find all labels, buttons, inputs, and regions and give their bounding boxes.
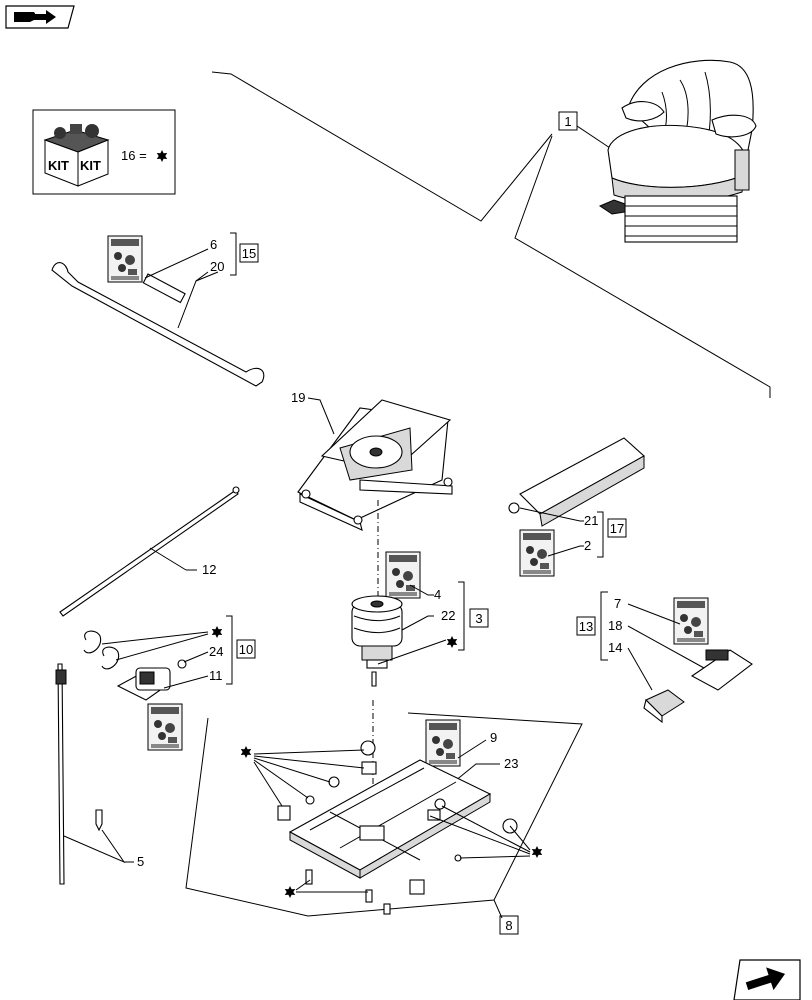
ref-box-1[interactable]: 1 (558, 111, 578, 131)
callout-18: 18 (608, 618, 622, 633)
six-point-star-icon (211, 626, 223, 638)
kit-legend: KIT KIT 16 = (32, 109, 176, 195)
svg-text:1: 1 (564, 114, 571, 129)
manual-icon (107, 235, 143, 283)
group-10: 24 11 10 (83, 615, 256, 751)
callout-11: 11 (209, 668, 223, 683)
callout-24: 24 (209, 644, 223, 659)
svg-text:3: 3 (475, 611, 482, 626)
callout-6: 6 (210, 237, 217, 252)
kit-equation: 16 = (121, 148, 147, 163)
ref-box-3[interactable] (469, 608, 489, 628)
manual-icon (425, 719, 461, 767)
group-8: 9 23 8 (185, 712, 583, 935)
callout-14: 14 (608, 640, 622, 655)
svg-text:17: 17 (610, 521, 624, 536)
kit-text-left: KIT (48, 158, 69, 173)
svg-text:15: 15 (242, 246, 256, 261)
group-13: 13 7 18 14 (576, 591, 753, 724)
manual-icon (519, 529, 555, 577)
kit-box-icon (43, 124, 110, 187)
ref-box-15[interactable] (239, 243, 259, 263)
kit-text-right: KIT (80, 158, 101, 173)
reference-lines (211, 71, 771, 398)
callout-5: 5 (137, 854, 144, 869)
six-point-star-icon (284, 886, 296, 898)
callout-4: 4 (434, 587, 441, 602)
group-15: 6 20 15 (51, 232, 265, 387)
ref-box-8[interactable] (499, 915, 519, 935)
callout-20: 20 (210, 259, 224, 274)
svg-text:8: 8 (505, 918, 512, 933)
svg-text:10: 10 (239, 642, 253, 657)
callout-7: 7 (614, 596, 621, 611)
manual-icon (147, 703, 183, 751)
suspension-19: 19 (291, 390, 453, 531)
rod-5: 5 (55, 663, 144, 885)
callout-23: 23 (504, 756, 518, 771)
manual-icon (673, 597, 709, 645)
ref-box-17[interactable] (607, 518, 627, 538)
next-page-arrow-icon[interactable] (733, 959, 801, 1000)
callout-12: 12 (202, 562, 216, 577)
manual-icon (385, 551, 421, 599)
callout-22: 22 (441, 608, 455, 623)
ref-box-13[interactable] (576, 616, 596, 636)
svg-text:13: 13 (579, 619, 593, 634)
six-point-star-icon (446, 636, 458, 648)
ref-box-10[interactable] (236, 639, 256, 659)
group-3: 4 22 3 (351, 551, 489, 687)
cable-12: 12 (59, 486, 240, 617)
group-17: 21 2 17 (508, 437, 645, 577)
seat-illustration (598, 59, 757, 243)
six-point-star-icon (240, 746, 252, 758)
callout-19: 19 (291, 390, 305, 405)
book-arrow-icon[interactable] (5, 5, 75, 29)
callout-21: 21 (584, 513, 598, 528)
six-point-star-icon (531, 846, 543, 858)
callout-2: 2 (584, 538, 591, 553)
callout-9: 9 (490, 730, 497, 745)
